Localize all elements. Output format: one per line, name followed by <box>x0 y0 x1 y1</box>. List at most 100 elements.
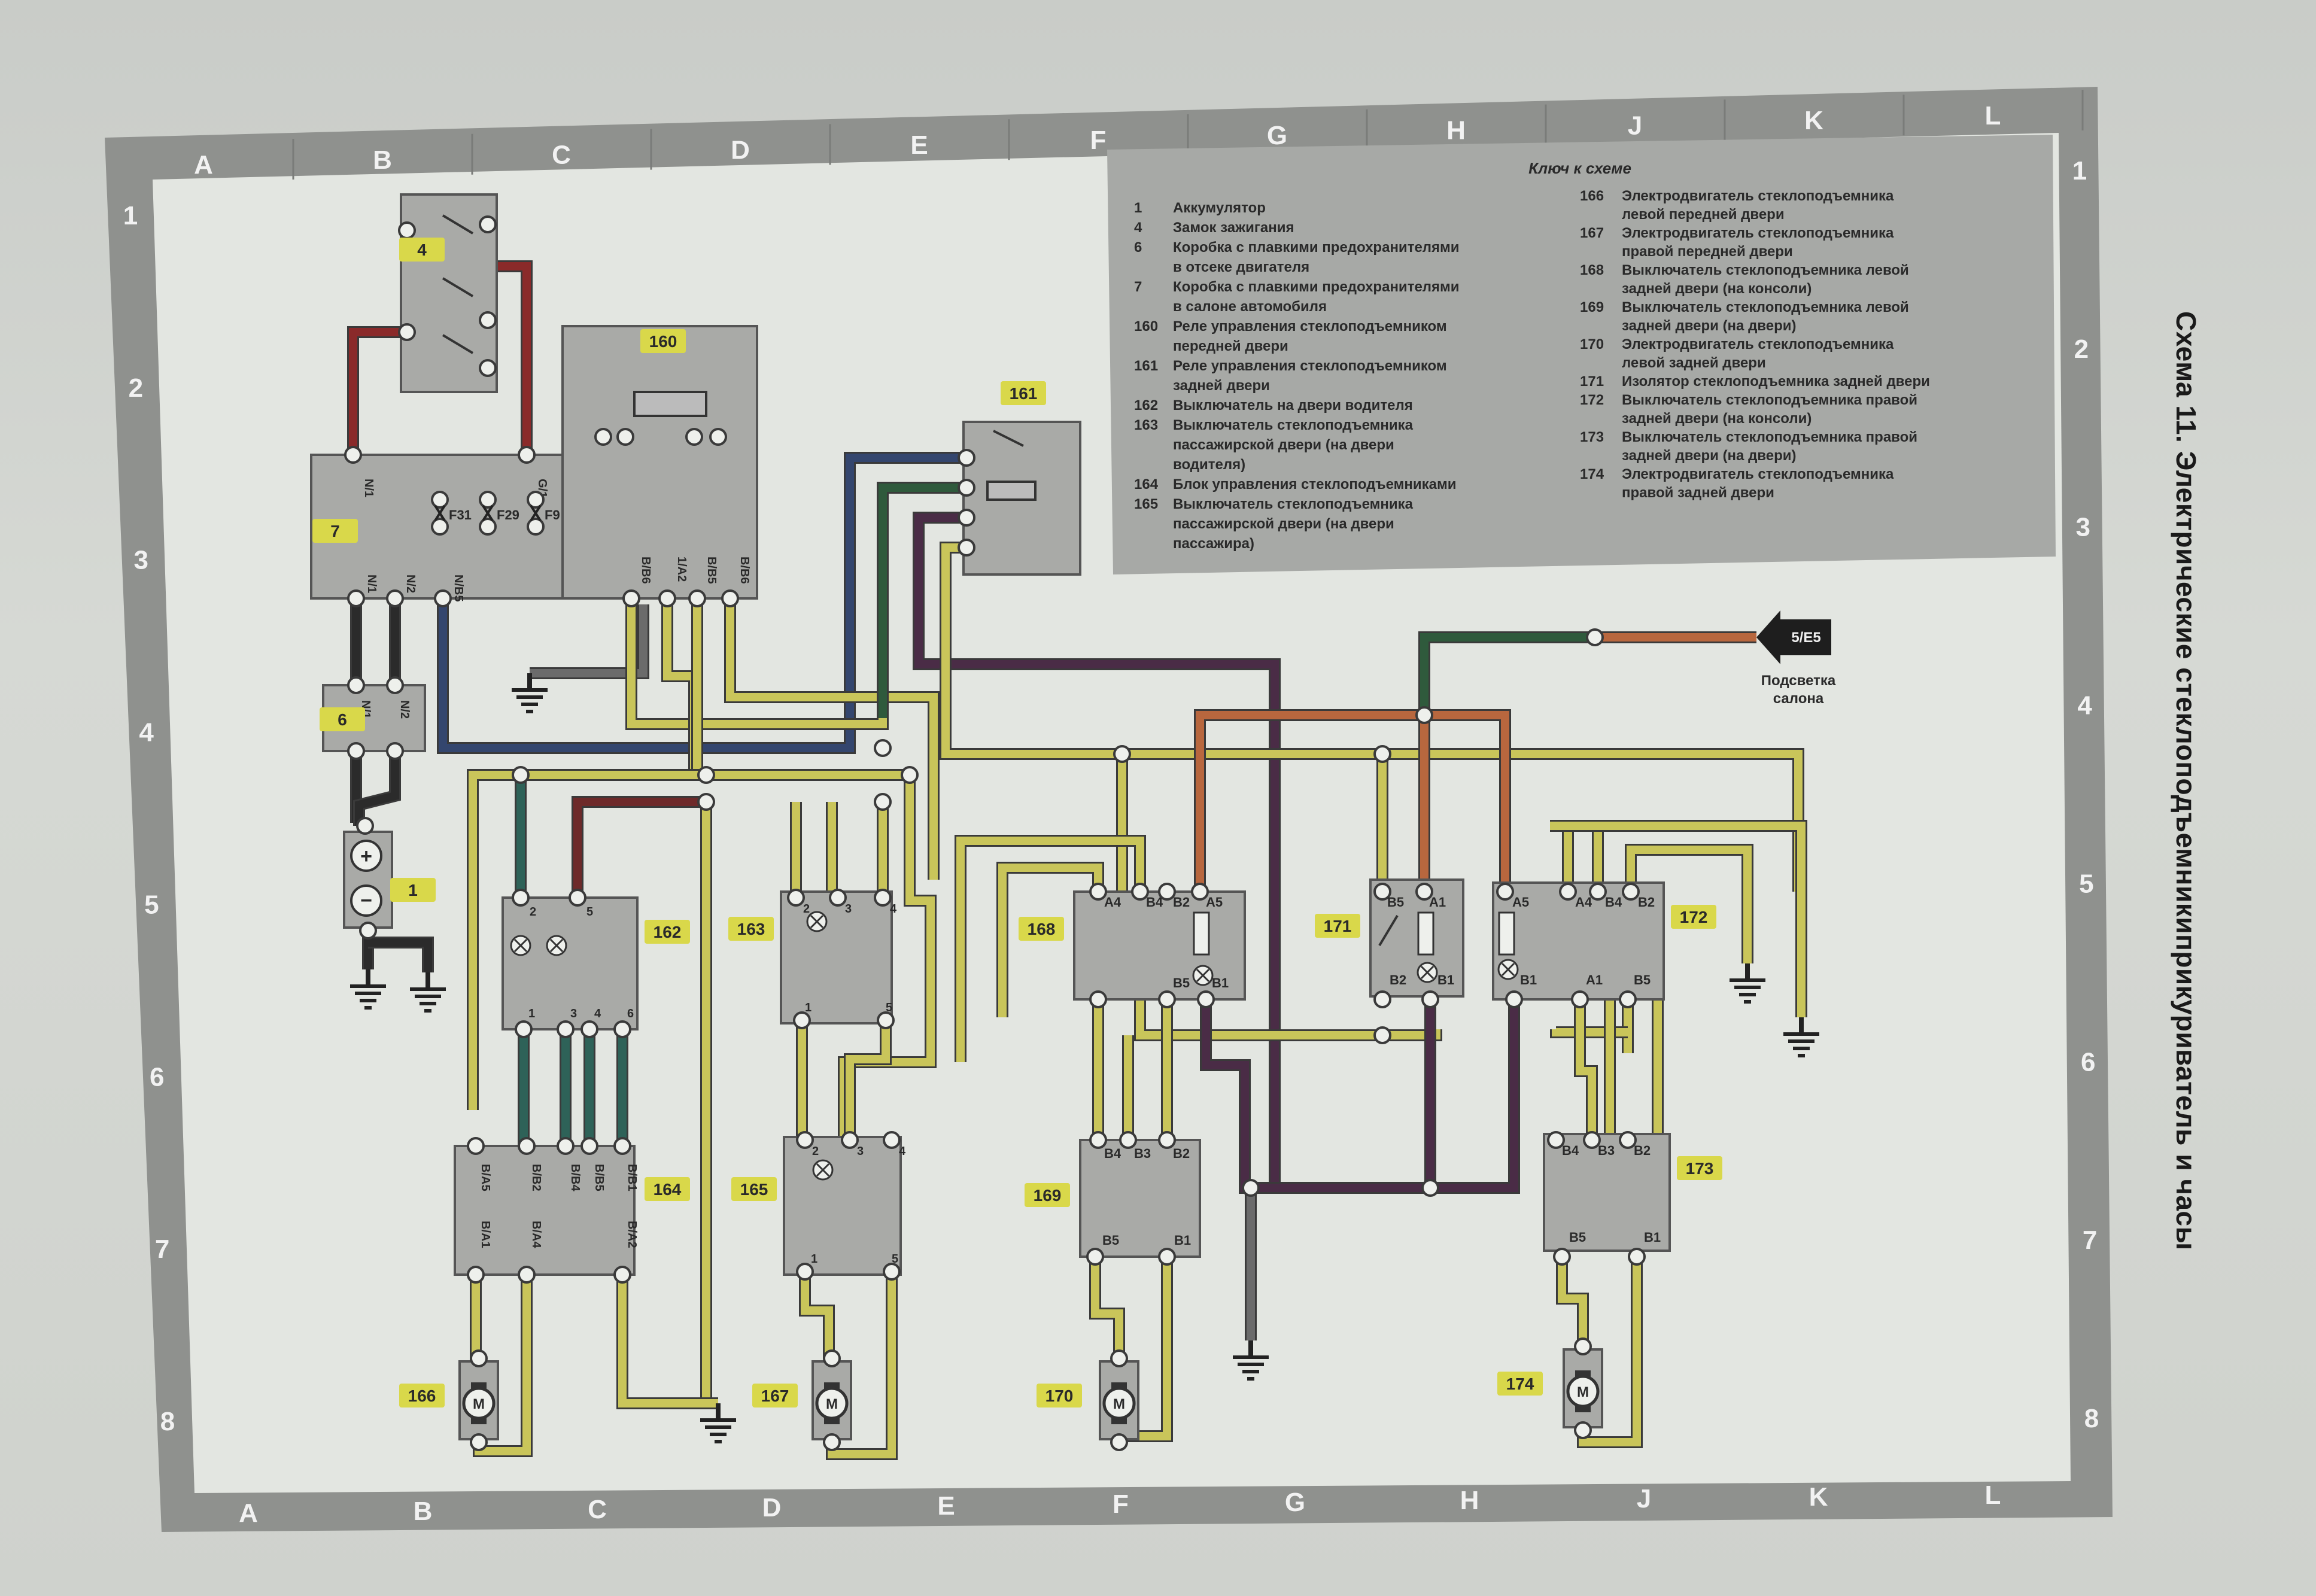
component-id: 4 <box>417 241 427 259</box>
component-id-badge <box>1001 381 1046 405</box>
terminal <box>796 1263 814 1281</box>
wire-blue <box>439 454 964 752</box>
motor-icon <box>1102 1387 1136 1420</box>
switch-169 <box>1079 1139 1201 1258</box>
terminal <box>1415 883 1433 901</box>
component-id: 161 <box>1010 384 1038 403</box>
motor-icon <box>1566 1375 1600 1408</box>
pin-label: A5 <box>1512 895 1529 910</box>
component-id: 163 <box>737 920 765 938</box>
component-id: 170 <box>1045 1387 1074 1405</box>
legend-item-text: Выключатель стеклоподъемника правой <box>1622 429 1917 445</box>
terminal <box>470 1349 488 1367</box>
relay-coil-icon <box>986 481 1037 501</box>
wire-junction <box>512 766 530 784</box>
component-id: 174 <box>1506 1375 1534 1393</box>
grid-column-label: B <box>373 145 392 175</box>
pin-label: B2 <box>1634 1143 1651 1158</box>
terminal <box>527 491 545 509</box>
legend-item-number: 168 <box>1580 262 1604 278</box>
legend-item-number: 161 <box>1134 358 1158 374</box>
legend-item-text: Изолятор стеклоподъемника задней двери <box>1622 373 1930 390</box>
grid-row-label: 6 <box>150 1062 164 1092</box>
component-id-badge <box>1677 1156 1722 1180</box>
legend-background <box>1107 135 2056 574</box>
legend-item-number: 1 <box>1134 200 1142 216</box>
wire-junction <box>1373 745 1391 763</box>
switch-contact <box>442 334 474 354</box>
legend-item-text: Замок зажигания <box>1173 220 1294 236</box>
ground-icon <box>710 1433 727 1436</box>
grid-column-label: A <box>239 1498 258 1528</box>
grid-row-label: 5 <box>144 890 159 919</box>
pin-label: B/B5 <box>705 557 718 584</box>
grid-column-label: F <box>1090 126 1107 155</box>
wire-black <box>368 938 432 972</box>
relay-160 <box>561 325 758 600</box>
terminal <box>1622 883 1640 901</box>
terminal <box>1197 990 1215 1008</box>
terminal <box>479 491 497 509</box>
wire-junction <box>874 793 892 811</box>
grid-column-label: C <box>552 141 571 170</box>
component-id-badge <box>1671 905 1716 929</box>
pin-label: 3 <box>570 1007 577 1020</box>
legend-item-text: Выключатель стеклоподъемника <box>1173 417 1414 433</box>
pin-label: B3 <box>1134 1146 1151 1161</box>
legend-item-text: Аккумулятор <box>1173 200 1266 216</box>
legend-item-text: Электродвигатель стеклоподъемника <box>1622 188 1894 204</box>
grid-column-label: C <box>588 1495 607 1524</box>
grid-column-label: G <box>1267 121 1287 150</box>
legend-item-number: 166 <box>1580 188 1604 204</box>
terminal <box>958 479 975 497</box>
terminal <box>518 1266 536 1284</box>
pin-label: N/B5 <box>452 574 465 602</box>
terminal <box>1086 1248 1104 1266</box>
terminal <box>1619 990 1637 1008</box>
switch-contact <box>1378 914 1399 947</box>
terminal <box>557 1020 575 1038</box>
terminal <box>398 323 416 341</box>
wire-green <box>1420 633 1595 715</box>
terminal <box>1574 1337 1592 1355</box>
pin-label: B3 <box>1598 1143 1615 1158</box>
terminal <box>518 446 536 464</box>
ground-icon <box>700 1418 736 1422</box>
pin-label: B4 <box>1562 1143 1579 1158</box>
ground-icon <box>1734 986 1761 989</box>
pin-label: N/2 <box>398 700 411 719</box>
legend-item-text: в салоне автомобиля <box>1173 299 1327 315</box>
pin-label: B/A2 <box>625 1221 639 1248</box>
legend-item-number: 167 <box>1580 225 1604 241</box>
legend-item-text: Выключатель стеклоподъемника <box>1173 496 1414 512</box>
terminal <box>1110 1349 1128 1367</box>
grid-column-label: H <box>1460 1486 1479 1515</box>
component-id: 173 <box>1686 1159 1714 1178</box>
legend-item-number: 4 <box>1134 220 1142 236</box>
component-id-badge <box>399 1384 445 1407</box>
component-id-badge <box>1497 1372 1543 1396</box>
terminal <box>1373 883 1391 901</box>
switch-172 <box>1492 881 1665 1001</box>
terminal <box>1421 1179 1439 1197</box>
ground-icon <box>424 1009 431 1013</box>
component-id-badge <box>1025 1183 1070 1207</box>
fuse-label: F29 <box>497 507 519 522</box>
legend-item-text: Выключатель стеклоподъемника правой <box>1622 392 1917 408</box>
grid-column-label: F <box>1113 1489 1129 1519</box>
pin-label: 2 <box>530 905 536 919</box>
legend-item-text: левой передней двери <box>1622 206 1785 223</box>
pin-label: B/A1 <box>479 1221 492 1248</box>
terminal <box>359 922 377 940</box>
connector-ref: 5/E5 <box>1791 630 1820 646</box>
terminal <box>1089 990 1107 1008</box>
wire-yellow <box>846 1017 890 1137</box>
switch-contact <box>442 277 474 297</box>
pin-label: 4 <box>594 1007 601 1020</box>
legend-item-text: Реле управления стеклоподъемником <box>1173 358 1447 374</box>
pin-label: B/B6 <box>738 557 751 584</box>
terminal <box>613 1020 631 1038</box>
terminal <box>1571 990 1589 1008</box>
ground-icon <box>415 995 441 998</box>
